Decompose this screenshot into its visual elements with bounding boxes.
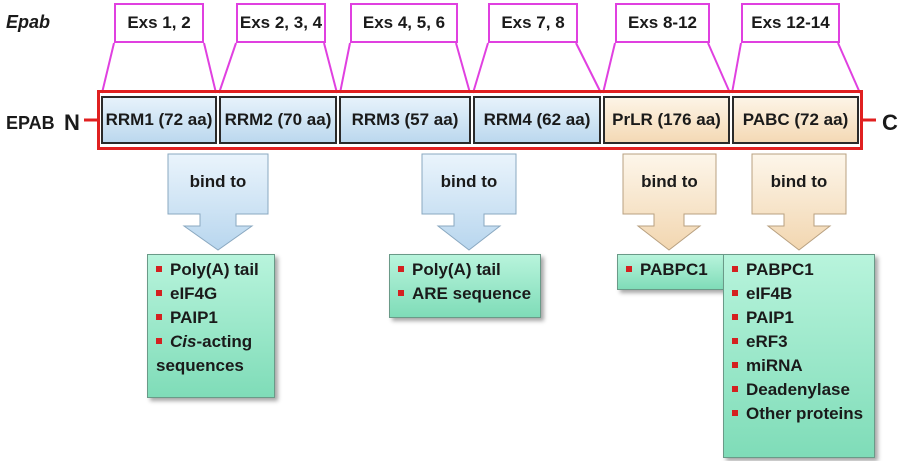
bullet-icon — [732, 337, 738, 344]
exon-box-1: Exs 1, 2 — [114, 3, 204, 43]
targets-box-rrm34: Poly(A) tail ARE sequence — [389, 254, 541, 318]
bullet-icon — [398, 265, 404, 272]
domain-rrm1: RRM1 (72 aa) — [101, 96, 217, 144]
domain-pabc: PABC (72 aa) — [732, 96, 859, 144]
bullet-icon — [732, 361, 738, 368]
targets-box-prlr: PABPC1 — [617, 254, 724, 290]
bind-label-2: bind to — [440, 172, 498, 191]
list-item: PAIP1 — [156, 306, 268, 330]
targets-box-pabc: PABPC1 eIF4B PAIP1 eRF3 miRNA Deadenylas… — [723, 254, 875, 458]
exon-box-4: Exs 7, 8 — [488, 3, 578, 43]
bullet-icon — [156, 313, 162, 320]
targets-box-rrm12: Poly(A) tail eIF4G PAIP1 Cis-acting sequ… — [147, 254, 275, 398]
bullet-icon — [732, 409, 738, 416]
bullet-icon — [156, 265, 162, 272]
bullet-icon — [732, 289, 738, 296]
protein-outline — [97, 90, 863, 150]
domain-rrm2: RRM2 (70 aa) — [219, 96, 337, 144]
arrow-1 — [167, 153, 269, 251]
exon-box-5: Exs 8-12 — [615, 3, 710, 43]
domain-rrm4: RRM4 (62 aa) — [473, 96, 601, 144]
domain-rrm3: RRM3 (57 aa) — [339, 96, 471, 144]
list-item: Poly(A) tail — [156, 258, 268, 282]
bullet-icon — [156, 337, 162, 344]
bullet-icon — [732, 265, 738, 272]
list-item: Other proteins — [732, 402, 868, 426]
bullet-icon — [398, 289, 404, 296]
bullet-icon — [626, 265, 632, 272]
list-item: Deadenylase — [732, 378, 868, 402]
list-item: eIF4B — [732, 282, 868, 306]
arrow-2 — [421, 153, 517, 251]
arrow-3 — [622, 153, 717, 251]
list-item: ARE sequence — [398, 282, 534, 306]
bind-label-3: bind to — [641, 172, 698, 191]
bind-label-4: bind to — [770, 172, 828, 191]
bullet-icon — [732, 313, 738, 320]
protein-label: EPAB — [6, 113, 55, 133]
bullet-icon — [156, 289, 162, 296]
exon-box-3: Exs 4, 5, 6 — [350, 3, 458, 43]
gene-label: Epab — [6, 12, 51, 32]
bullet-icon — [732, 385, 738, 392]
bind-label-1: bind to — [189, 172, 247, 191]
list-item: sequences — [156, 356, 244, 375]
domain-prlr: PrLR (176 aa) — [603, 96, 730, 144]
exon-box-2: Exs 2, 3, 4 — [236, 3, 326, 43]
list-item: eRF3 — [732, 330, 868, 354]
list-item: miRNA — [732, 354, 868, 378]
list-item: PAIP1 — [732, 306, 868, 330]
c-terminus-label: C — [882, 110, 898, 135]
exon-box-6: Exs 12-14 — [741, 3, 840, 43]
arrow-4 — [751, 153, 847, 251]
list-item: Cis-acting — [156, 330, 268, 354]
list-item: eIF4G — [156, 282, 268, 306]
n-terminus-label: N — [64, 110, 80, 135]
list-item: PABPC1 — [732, 258, 868, 282]
list-item: Poly(A) tail — [398, 258, 534, 282]
list-item: PABPC1 — [626, 258, 717, 282]
